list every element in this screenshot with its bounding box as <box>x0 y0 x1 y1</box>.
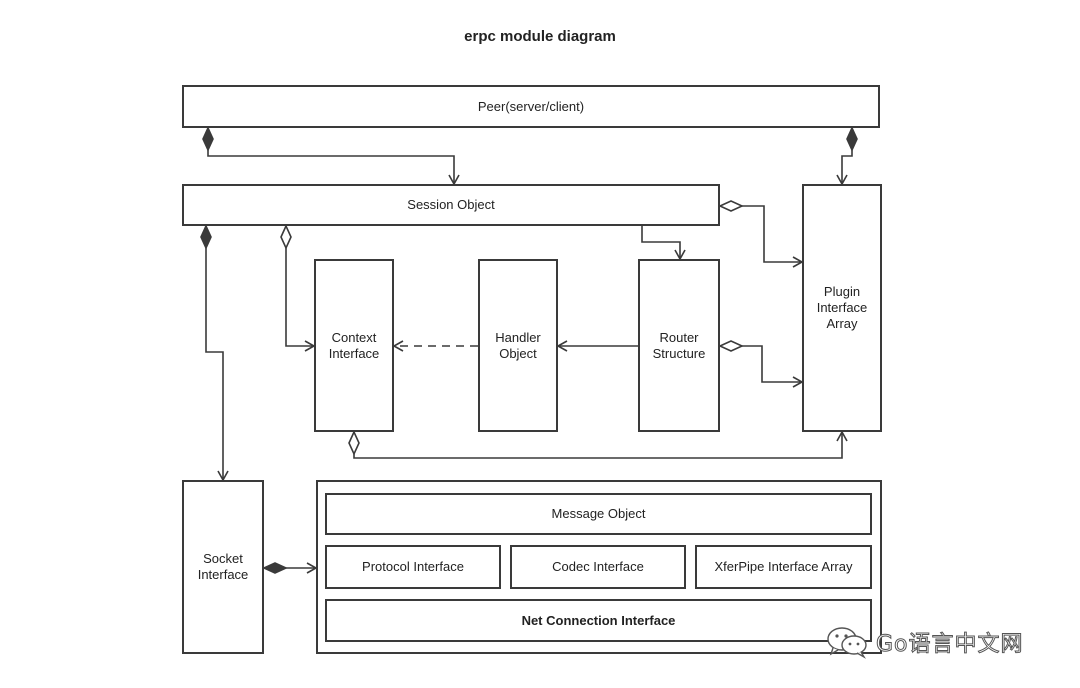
edge-router-plugin <box>742 345 804 388</box>
edge-session-router <box>641 226 686 261</box>
message-group-container <box>316 480 882 654</box>
context-label-line-1: Context <box>331 329 377 345</box>
xferpipe-label: XferPipe Interface Array <box>714 559 853 574</box>
edge-session-context <box>285 248 316 352</box>
composition-diamond <box>846 126 858 152</box>
plugin-box: Plugin Interface Array <box>802 184 882 432</box>
router-label-line-1: Router <box>659 329 699 345</box>
peer-box: Peer(server/client) <box>182 85 880 128</box>
watermark-text: Go语言中文网 <box>876 632 1024 658</box>
plugin-label-line-1: Plugin <box>823 284 861 299</box>
router-label-line-2: Structure <box>652 345 706 361</box>
session-box: Session Object <box>182 184 720 226</box>
socket-label-line-1: Socket <box>203 551 243 566</box>
aggregation-diamond <box>280 224 292 250</box>
handler-label-line-1: Handler <box>495 329 541 345</box>
edge-session-socket <box>205 248 229 482</box>
peer-label: Peer(server/client) <box>477 98 585 114</box>
composition-diamond <box>202 126 214 152</box>
watermark: Go语言中文网 <box>826 622 1024 662</box>
edge-peer-session <box>207 150 460 186</box>
handler-box: Handler Object <box>478 259 558 432</box>
xferpipe-box: XferPipe Interface Array <box>695 545 872 589</box>
composition-diamond <box>200 224 212 250</box>
edge-context-plugin <box>353 430 848 459</box>
codec-label: Codec Interface <box>552 559 644 574</box>
edge-session-plugin <box>742 205 804 268</box>
wechat-icon <box>827 627 867 659</box>
socket-box: Socket Interface <box>182 480 264 654</box>
edge-peer-plugin <box>836 150 853 186</box>
protocol-box: Protocol Interface <box>325 545 501 589</box>
protocol-label: Protocol Interface <box>362 559 464 574</box>
message-box: Message Object <box>325 493 872 535</box>
router-box: Router Structure <box>638 259 720 432</box>
plugin-label-line-3: Array <box>826 316 858 331</box>
session-label: Session Object <box>407 197 495 212</box>
message-label: Message Object <box>551 506 646 521</box>
aggregation-diamond <box>718 340 744 352</box>
codec-box: Codec Interface <box>510 545 686 589</box>
context-label-line-2: Interface <box>328 345 380 361</box>
aggregation-diamond <box>348 430 360 456</box>
context-box: Context Interface <box>314 259 394 432</box>
handler-label-line-2: Object <box>499 345 537 361</box>
plugin-label-line-2: Interface <box>816 300 868 315</box>
diagram-title: erpc module diagram <box>464 28 616 45</box>
composition-diamond <box>262 562 288 574</box>
netconn-label: Net Connection Interface <box>521 612 676 628</box>
aggregation-diamond <box>718 200 744 212</box>
netconn-box: Net Connection Interface <box>325 599 872 642</box>
socket-label-line-2: Interface <box>197 567 249 582</box>
